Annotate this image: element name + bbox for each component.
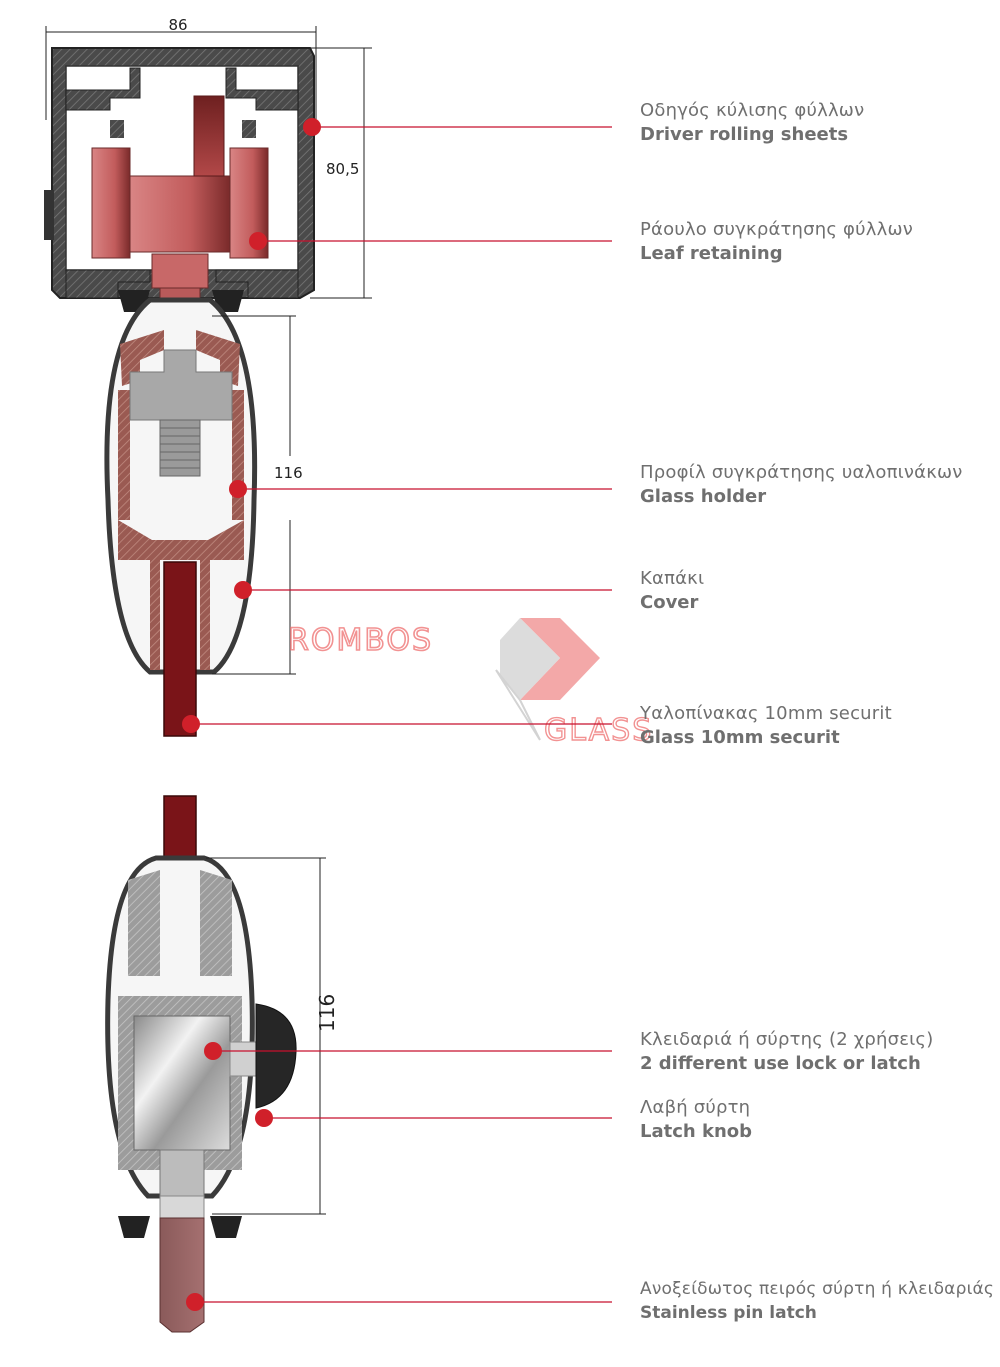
label-leaf-greek: Ράουλο συγκράτησης φύλλων [640,219,913,240]
callout-dot-glass [182,715,200,733]
latch-knob-shape [255,1003,297,1109]
label-glass: Υαλοπίνακας 10mm securit Glass 10mm secu… [640,702,892,750]
callout-dot-knob [255,1109,273,1127]
label-glass-greek: Υαλοπίνακας 10mm securit [640,703,892,724]
callout-dot-holder [229,480,247,498]
lower-latch-profile [105,855,261,1199]
label-lock-greek: Κλειδαριά ή σύρτης (2 χρήσεις) [640,1029,934,1050]
label-holder-greek: Προφίλ συγκράτησης υαλοπινάκων [640,462,963,483]
label-driver-greek: Οδηγός κύλισης φύλλων [640,100,865,121]
label-leaf-english: Leaf retaining [640,243,783,264]
callout-dot-cover [234,581,252,599]
label-holder-english: Glass holder [640,486,767,507]
label-knob: Λαβή σύρτη Latch knob [640,1096,752,1144]
dimension-lines [45,26,372,1215]
label-cover-greek: Καπάκι [640,568,705,589]
glass-holder-profile [104,297,258,675]
label-cover-english: Cover [640,592,699,613]
watermark-line1: ROMBOS [288,623,433,658]
lower-brush-seals [118,1216,242,1238]
label-pin-english: Stainless pin latch [640,1303,817,1323]
label-holder: Προφίλ συγκράτησης υαλοπινάκων Glass hol… [640,461,963,509]
stainless-pin [159,1195,205,1333]
label-pin-greek: Ανοξείδωτος πειρός σύρτη ή κλειδαριάς [640,1279,995,1299]
callout-dot-lock [204,1042,222,1060]
label-knob-greek: Λαβή σύρτη [640,1097,751,1118]
dim-holder-height: 116 [274,464,303,482]
dim-top-height: 80,5 [326,160,359,178]
label-lock: Κλειδαριά ή σύρτης (2 χρήσεις) 2 differe… [640,1028,933,1076]
label-lock-english: 2 different use lock or latch [640,1053,921,1074]
label-leaf: Ράουλο συγκράτησης φύλλων Leaf retaining [640,218,913,266]
rombos-glass-watermark: ROMBOS GLASS [287,618,653,749]
watermark-line2: GLASS [544,713,653,748]
label-cover: Καπάκι Cover [640,567,704,615]
callout-dot-pin [186,1293,204,1311]
callout-dots [182,118,321,1311]
glass-pane-upper [163,561,197,737]
label-glass-english: Glass 10mm securit [640,727,840,748]
callout-dot-driver [303,118,321,136]
callout-markers [191,126,612,1303]
label-pin: Ανοξείδωτος πειρός σύρτη ή κλειδαριάς St… [640,1277,994,1325]
dim-lower-height: 116 [315,994,339,1032]
label-driver: Οδηγός κύλισης φύλλων Driver rolling she… [640,99,864,147]
callout-dot-leaf [249,232,267,250]
dim-top-width: 86 [168,16,187,34]
label-knob-english: Latch knob [640,1121,753,1142]
label-driver-english: Driver rolling sheets [640,124,849,145]
